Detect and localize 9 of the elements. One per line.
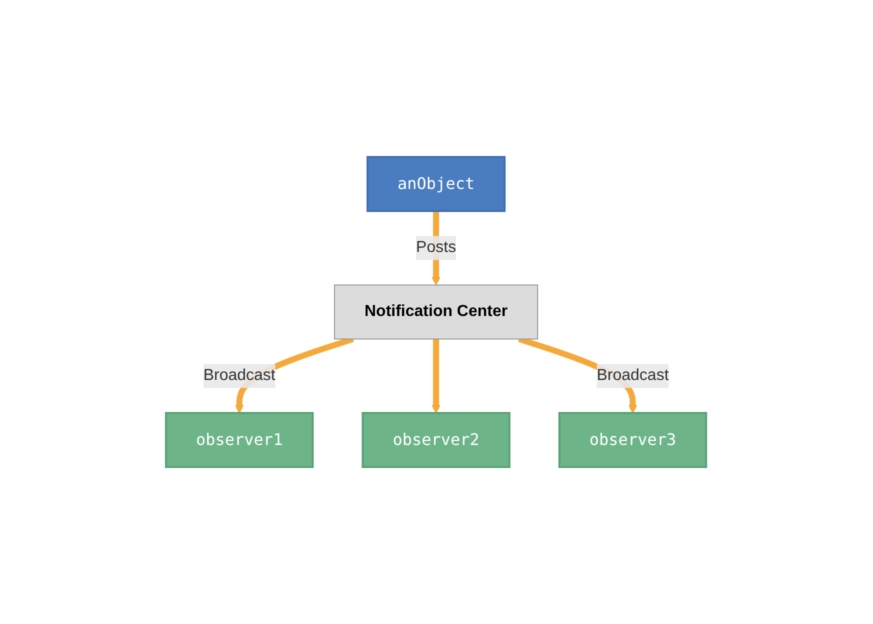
edge-label: Broadcast (597, 367, 670, 384)
node-box: Notification Center (334, 284, 539, 340)
edge-label: Broadcast (204, 367, 276, 384)
arrow (432, 339, 441, 414)
node-box: observer3 (558, 412, 708, 468)
edge-label: Posts (416, 239, 456, 256)
node-box: anObject (366, 156, 506, 212)
node-box: observer1 (165, 412, 314, 468)
node-box: observer2 (362, 412, 511, 468)
